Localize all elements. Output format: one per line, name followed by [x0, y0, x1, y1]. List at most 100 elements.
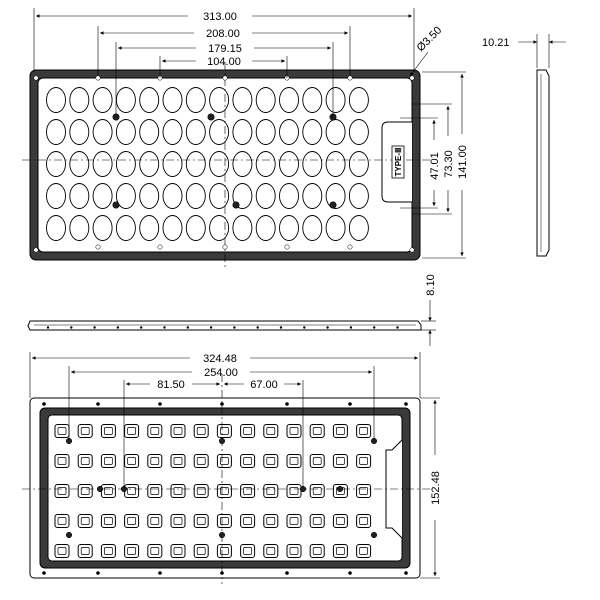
lens-ellipse	[69, 215, 90, 241]
screw-hole	[218, 531, 226, 539]
lens-ellipse	[255, 183, 276, 209]
led-pad-inner	[266, 487, 276, 495]
dim-overall-width-top-label: 313.00	[203, 11, 237, 23]
lens-ellipse	[139, 151, 160, 177]
lens-ellipse	[69, 119, 90, 145]
lens-ellipse	[185, 151, 206, 177]
screw-hole	[207, 113, 215, 121]
led-pad-inner	[312, 487, 322, 495]
profile-bump	[140, 326, 143, 329]
dim-right-offset: 67.00	[224, 379, 304, 488]
dim-overall-height-bottom: 152.48	[420, 397, 442, 579]
side-view-front-bumps	[46, 326, 399, 329]
screw-hole	[96, 485, 104, 493]
dim-hole-span-mid: 179.15	[115, 42, 334, 118]
frame-hole	[409, 75, 415, 81]
frame-hole	[347, 244, 353, 250]
screw-hole	[329, 201, 337, 209]
lens-ellipse	[255, 215, 276, 241]
lens-ellipse	[46, 119, 66, 145]
led-pad-inner	[243, 457, 252, 465]
led-pad-inner	[336, 517, 345, 525]
led-pad-inner	[312, 457, 322, 465]
lens-ellipse	[232, 215, 253, 241]
screw-hole	[370, 531, 378, 539]
profile-bump	[116, 326, 120, 329]
profile-bump	[93, 326, 96, 329]
lens-ellipse	[325, 87, 346, 113]
dim-hole-span-mid-label: 179.15	[208, 43, 242, 55]
led-pad-inner	[359, 487, 368, 495]
led-pad-inner	[359, 457, 368, 465]
led-pad-inner	[289, 547, 299, 555]
led-pad-inner	[173, 547, 183, 555]
dim-overall-width-bottom: 324.48	[29, 352, 421, 398]
profile-bump	[396, 326, 399, 329]
lens-ellipse	[139, 183, 160, 209]
profile-bump	[233, 326, 236, 329]
lens-ellipse	[115, 151, 136, 177]
edge-hole	[96, 402, 100, 406]
dim-thickness-front-label: 8.10	[425, 274, 437, 295]
dim-height-inner-label: 47.01	[429, 152, 441, 180]
lens-ellipse	[348, 183, 369, 209]
led-pad-inner	[173, 517, 183, 525]
lens-ellipse	[325, 215, 346, 241]
lens-ellipse	[325, 151, 346, 177]
edge-hole	[404, 571, 408, 575]
dim-height-mid-label: 73.30	[443, 150, 455, 178]
profile-bump	[303, 326, 306, 329]
lens-ellipse	[185, 119, 206, 145]
bottom-view: 324.48 254.00 81.50 67.00 152.48	[22, 352, 442, 584]
dim-hole-span-outer-label: 208.00	[206, 28, 240, 40]
lens-ellipse	[139, 87, 160, 113]
side-view-right: 10.21	[482, 34, 566, 257]
edge-hole	[348, 402, 352, 406]
dim-left-offset: 81.50	[123, 379, 220, 488]
led-pad-inner	[57, 547, 67, 555]
led-pad-inner	[289, 457, 299, 465]
lens-ellipse	[162, 119, 183, 145]
led-pad-inner	[127, 457, 136, 465]
led-pad-inner	[359, 517, 368, 525]
lens-ellipse	[162, 151, 183, 177]
lens-ellipse	[279, 119, 299, 145]
led-pad-inner	[312, 517, 322, 525]
lens-ellipse	[302, 119, 323, 145]
dim-thickness-front: 8.10	[421, 274, 437, 346]
lens-ellipse	[348, 151, 369, 177]
frame-hole	[222, 75, 228, 81]
frame-hole	[284, 244, 290, 250]
led-pad-inner	[80, 427, 90, 435]
led-pad-inner	[220, 517, 229, 525]
dim-hole-span-bottom: 254.00	[68, 366, 375, 440]
lens-ellipse	[232, 151, 253, 177]
lens-ellipse	[302, 151, 323, 177]
edge-hole	[404, 402, 408, 406]
dim-overall-width-top: 313.00	[33, 8, 415, 72]
lens-ellipse	[92, 87, 113, 113]
led-pad-inner	[150, 517, 160, 525]
dim-height-outer-label: 141.00	[457, 145, 469, 179]
led-pad-inner	[196, 457, 206, 465]
lens-ellipse	[255, 151, 276, 177]
lens-ellipse	[302, 87, 323, 113]
led-pad-inner	[127, 487, 136, 495]
edge-hole	[285, 571, 289, 575]
lens-ellipse	[92, 119, 113, 145]
led-pad-inner	[104, 517, 113, 525]
lens-ellipse	[185, 183, 206, 209]
screw-hole	[232, 201, 240, 209]
profile-bump	[373, 326, 376, 329]
frame-hole	[347, 75, 353, 81]
lens-ellipse	[92, 151, 113, 177]
dim-hole-span-bottom-label: 254.00	[204, 367, 238, 379]
lens-ellipse	[69, 151, 90, 177]
lens-ellipse	[92, 183, 113, 209]
led-pad-inner	[173, 427, 183, 435]
led-pad-inner	[150, 427, 160, 435]
led-pad-inner	[196, 487, 206, 495]
led-pad-inner	[312, 427, 322, 435]
led-pad-inner	[220, 427, 229, 435]
lens-ellipse	[325, 119, 346, 145]
